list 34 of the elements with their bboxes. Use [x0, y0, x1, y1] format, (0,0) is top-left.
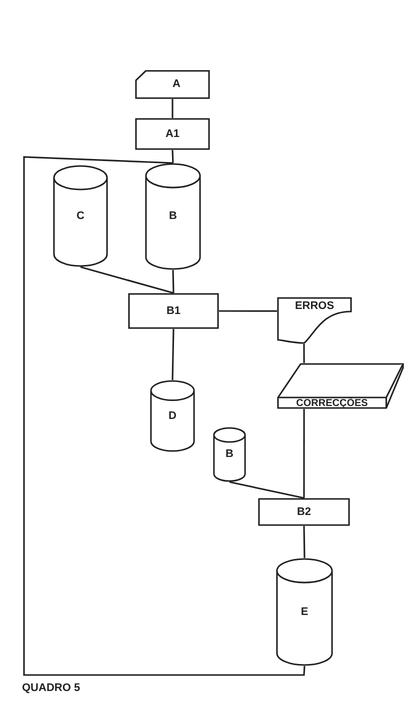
connector-line	[172, 270, 174, 294]
storage-cylinder	[150, 380, 195, 452]
node-label: A1	[165, 128, 180, 140]
connector-line	[219, 310, 277, 312]
node-label: B	[169, 211, 177, 222]
node-label: CORRECÇÕES	[296, 398, 368, 408]
figure-caption: QUADRO 5	[22, 682, 80, 694]
node-label: ERROS	[294, 300, 334, 312]
connector-line	[172, 328, 174, 380]
storage-cylinder	[213, 427, 246, 482]
storage-cylinder	[53, 165, 108, 267]
document-shape	[277, 297, 352, 344]
connector-line	[303, 344, 305, 363]
manual-input-shape	[277, 363, 404, 409]
connector-line	[303, 409, 305, 498]
node-label: B2	[296, 506, 312, 518]
process-box	[128, 293, 219, 329]
connector-line	[80, 266, 174, 294]
connector-line	[172, 150, 174, 164]
process-box	[135, 118, 210, 150]
node-label: B	[226, 449, 234, 460]
connector-line	[23, 156, 306, 676]
node-label: C	[76, 210, 84, 222]
connector-line	[229, 481, 304, 499]
storage-cylinder	[276, 558, 333, 666]
node-label: A	[172, 79, 180, 90]
node-label: D	[168, 410, 176, 422]
storage-cylinder	[145, 163, 201, 270]
node-label: B1	[166, 306, 181, 316]
punched-card-shape	[135, 70, 210, 99]
node-label: E	[300, 606, 308, 618]
connector-line	[303, 526, 306, 558]
process-box	[258, 498, 350, 526]
connector-line	[172, 99, 174, 118]
